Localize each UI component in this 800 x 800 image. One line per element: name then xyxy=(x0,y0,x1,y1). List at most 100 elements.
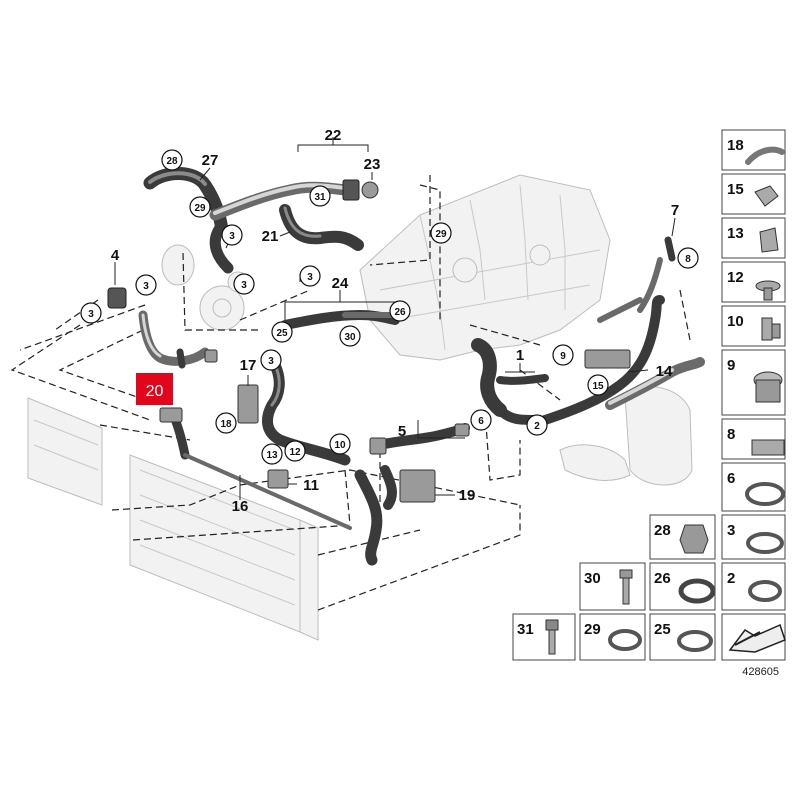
svg-text:30: 30 xyxy=(344,332,356,343)
svg-text:10: 10 xyxy=(334,440,346,451)
radiator-ghost xyxy=(129,454,319,641)
figure-number: 428605 xyxy=(742,666,779,678)
legend-cell-13: 13 xyxy=(721,217,786,259)
callout-15: 15 xyxy=(587,374,609,396)
engine-block-ghost xyxy=(359,174,611,361)
svg-text:29: 29 xyxy=(194,203,206,214)
svg-text:6: 6 xyxy=(727,470,735,487)
callout-3-c: 3 xyxy=(80,302,102,324)
callout-29-b: 29 xyxy=(430,222,452,244)
svg-text:18: 18 xyxy=(727,137,744,154)
hose-1 xyxy=(471,338,549,425)
svg-text:3: 3 xyxy=(307,272,313,283)
highlighted-part-20: 20 xyxy=(136,373,173,405)
svg-text:2: 2 xyxy=(534,421,540,432)
label-16: 16 xyxy=(232,498,249,515)
callout-28: 28 xyxy=(161,149,183,171)
svg-text:29: 29 xyxy=(584,621,601,638)
callout-30: 30 xyxy=(339,325,361,347)
callout-9: 9 xyxy=(552,344,574,366)
pipe-22 xyxy=(209,181,351,274)
svg-text:26: 26 xyxy=(654,570,671,587)
svg-text:29: 29 xyxy=(435,229,447,240)
callout-3-d: 3 xyxy=(233,273,255,295)
pipe-14 xyxy=(540,295,705,425)
label-17: 17 xyxy=(240,357,257,374)
label-21: 21 xyxy=(262,228,279,245)
leader-lines xyxy=(114,137,676,500)
callout-10: 10 xyxy=(329,433,351,455)
svg-text:13: 13 xyxy=(727,225,744,242)
svg-text:9: 9 xyxy=(727,357,735,374)
svg-text:3: 3 xyxy=(268,356,274,367)
label-5: 5 xyxy=(398,423,406,440)
svg-text:6: 6 xyxy=(478,416,484,427)
label-27: 27 xyxy=(202,152,219,169)
label-23: 23 xyxy=(364,156,381,173)
svg-text:26: 26 xyxy=(394,307,406,318)
hose-7 xyxy=(637,236,676,313)
label-11: 11 xyxy=(303,477,319,494)
svg-text:3: 3 xyxy=(143,281,149,292)
legend-cell-30: 30 xyxy=(579,562,646,611)
legend-cell-18: 18 xyxy=(721,129,786,171)
svg-text:28: 28 xyxy=(166,156,178,167)
expansion-tank-ghost xyxy=(559,386,693,486)
legend-cell-31: 31 xyxy=(512,613,576,661)
callout-2: 2 xyxy=(526,414,548,436)
svg-text:13: 13 xyxy=(266,450,278,461)
svg-text:31: 31 xyxy=(517,621,534,638)
label-1: 1 xyxy=(516,347,524,364)
svg-text:12: 12 xyxy=(727,269,744,286)
label-19: 19 xyxy=(459,487,476,504)
callout-26: 26 xyxy=(389,300,411,322)
legend-cell-9: 9 xyxy=(721,349,786,416)
svg-text:3: 3 xyxy=(229,231,235,242)
callout-29-a: 29 xyxy=(189,196,211,218)
hose-27 xyxy=(143,167,229,237)
legend-cell-arrow xyxy=(721,613,786,661)
svg-text:15: 15 xyxy=(727,181,744,198)
svg-text:9: 9 xyxy=(560,351,566,362)
legend-cell-12: 12 xyxy=(721,261,786,303)
auxiliary-radiator-ghost xyxy=(27,397,103,506)
label-22: 22 xyxy=(325,127,342,144)
part-labels: 27 22 23 21 4 24 17 16 11 5 19 1 7 14 xyxy=(111,127,679,515)
svg-text:25: 25 xyxy=(276,328,288,339)
svg-text:12: 12 xyxy=(289,447,301,458)
label-4: 4 xyxy=(111,247,120,264)
svg-text:3: 3 xyxy=(727,522,735,539)
callout-25: 25 xyxy=(271,321,293,343)
svg-text:30: 30 xyxy=(584,570,601,587)
svg-text:3: 3 xyxy=(241,280,247,291)
svg-text:20: 20 xyxy=(146,383,164,400)
svg-text:3: 3 xyxy=(88,309,94,320)
legend-cell-15: 15 xyxy=(721,173,786,215)
callout-31: 31 xyxy=(309,185,331,207)
hose-21 xyxy=(279,204,364,251)
svg-text:8: 8 xyxy=(685,254,691,265)
svg-text:31: 31 xyxy=(314,192,326,203)
svg-text:2: 2 xyxy=(727,570,735,587)
callout-18: 18 xyxy=(215,412,237,434)
label-7: 7 xyxy=(671,202,679,219)
callout-13: 13 xyxy=(261,443,283,465)
legend-cell-28: 28 xyxy=(649,514,716,560)
svg-text:18: 18 xyxy=(220,419,232,430)
callout-3-b: 3 xyxy=(135,274,157,296)
callout-6: 6 xyxy=(470,409,492,431)
legend-cell-29: 29 xyxy=(579,613,646,661)
svg-text:25: 25 xyxy=(654,621,671,638)
small-parts xyxy=(107,179,631,503)
legend-cell-2: 2 xyxy=(721,562,786,611)
callout-12: 12 xyxy=(284,440,306,462)
svg-text:8: 8 xyxy=(727,426,735,443)
legend-cell-6: 6 xyxy=(721,462,786,512)
svg-text:15: 15 xyxy=(592,381,604,392)
callout-3-f: 3 xyxy=(260,349,282,371)
label-24: 24 xyxy=(332,275,349,292)
legend-cell-10: 10 xyxy=(721,305,786,347)
legend-cell-25: 25 xyxy=(649,613,716,661)
svg-text:28: 28 xyxy=(654,522,671,539)
